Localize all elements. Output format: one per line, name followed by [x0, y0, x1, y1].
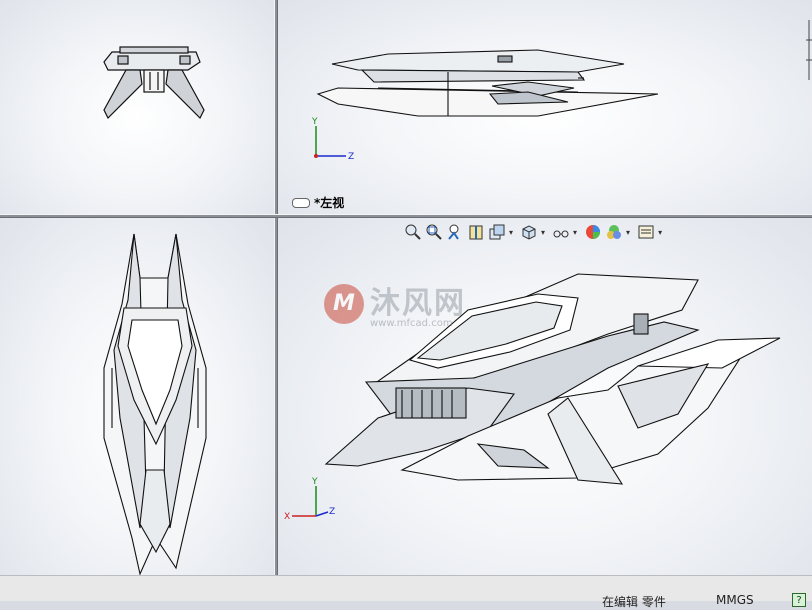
brand-logo: M	[324, 283, 364, 324]
viewport-scroll-indicator[interactable]	[806, 20, 812, 80]
help-icon[interactable]: ?	[792, 593, 806, 607]
chevron-down-icon[interactable]: ▾	[626, 227, 631, 237]
view-link-icon	[292, 197, 310, 208]
chevron-down-icon[interactable]: ▾	[573, 227, 578, 237]
top-view-model	[103, 233, 207, 575]
previous-view-icon[interactable]	[446, 223, 464, 241]
isometric-view-model: Y X Z	[284, 273, 781, 522]
display-style-icon[interactable]	[520, 223, 538, 241]
apply-scene-icon[interactable]	[605, 223, 623, 241]
hide-show-icon[interactable]	[552, 223, 570, 241]
zoom-area-icon[interactable]	[425, 223, 443, 241]
chevron-down-icon[interactable]: ▾	[658, 227, 663, 237]
zoom-to-fit-icon[interactable]	[404, 223, 422, 241]
left-view-model: Y Z	[311, 49, 659, 162]
svg-text:Z: Z	[329, 507, 335, 517]
editing-status: 在编辑 零件	[602, 595, 666, 609]
triad: Y X Z	[284, 477, 335, 522]
watermark-url: www.mfcad.com	[370, 318, 453, 329]
view-name-label: *左视	[292, 194, 344, 211]
vertical-viewport-splitter[interactable]	[274, 0, 278, 575]
watermark: M 沐风网 www.mfcad.com	[324, 278, 466, 329]
status-bar: 在编辑 零件 MMGS ?	[0, 575, 812, 609]
svg-text:X: X	[284, 512, 290, 522]
left-viewport[interactable]: Y Z *左视	[278, 0, 812, 214]
svg-text:Y: Y	[311, 477, 318, 487]
view-settings-icon[interactable]	[637, 223, 655, 241]
watermark-brand: 沐风网	[370, 286, 466, 321]
top-viewport[interactable]	[0, 218, 274, 575]
front-viewport[interactable]	[0, 0, 274, 214]
edit-appearance-icon[interactable]	[584, 223, 602, 241]
isometric-viewport[interactable]: ▾ ▾ ▾ ▾ ▾ Y X	[278, 218, 812, 575]
front-view-model	[103, 46, 205, 120]
chevron-down-icon[interactable]: ▾	[541, 227, 546, 237]
heads-up-view-toolbar: ▾ ▾ ▾ ▾ ▾	[404, 223, 666, 241]
horizontal-viewport-splitter[interactable]	[0, 214, 812, 218]
svg-text:Y: Y	[311, 117, 318, 127]
view-orientation-icon[interactable]	[488, 223, 506, 241]
chevron-down-icon[interactable]: ▾	[509, 227, 514, 237]
triad: Y Z	[311, 117, 354, 162]
svg-text:Z: Z	[348, 152, 354, 162]
section-view-icon[interactable]	[467, 223, 485, 241]
unit-system[interactable]: MMGS	[716, 593, 754, 607]
